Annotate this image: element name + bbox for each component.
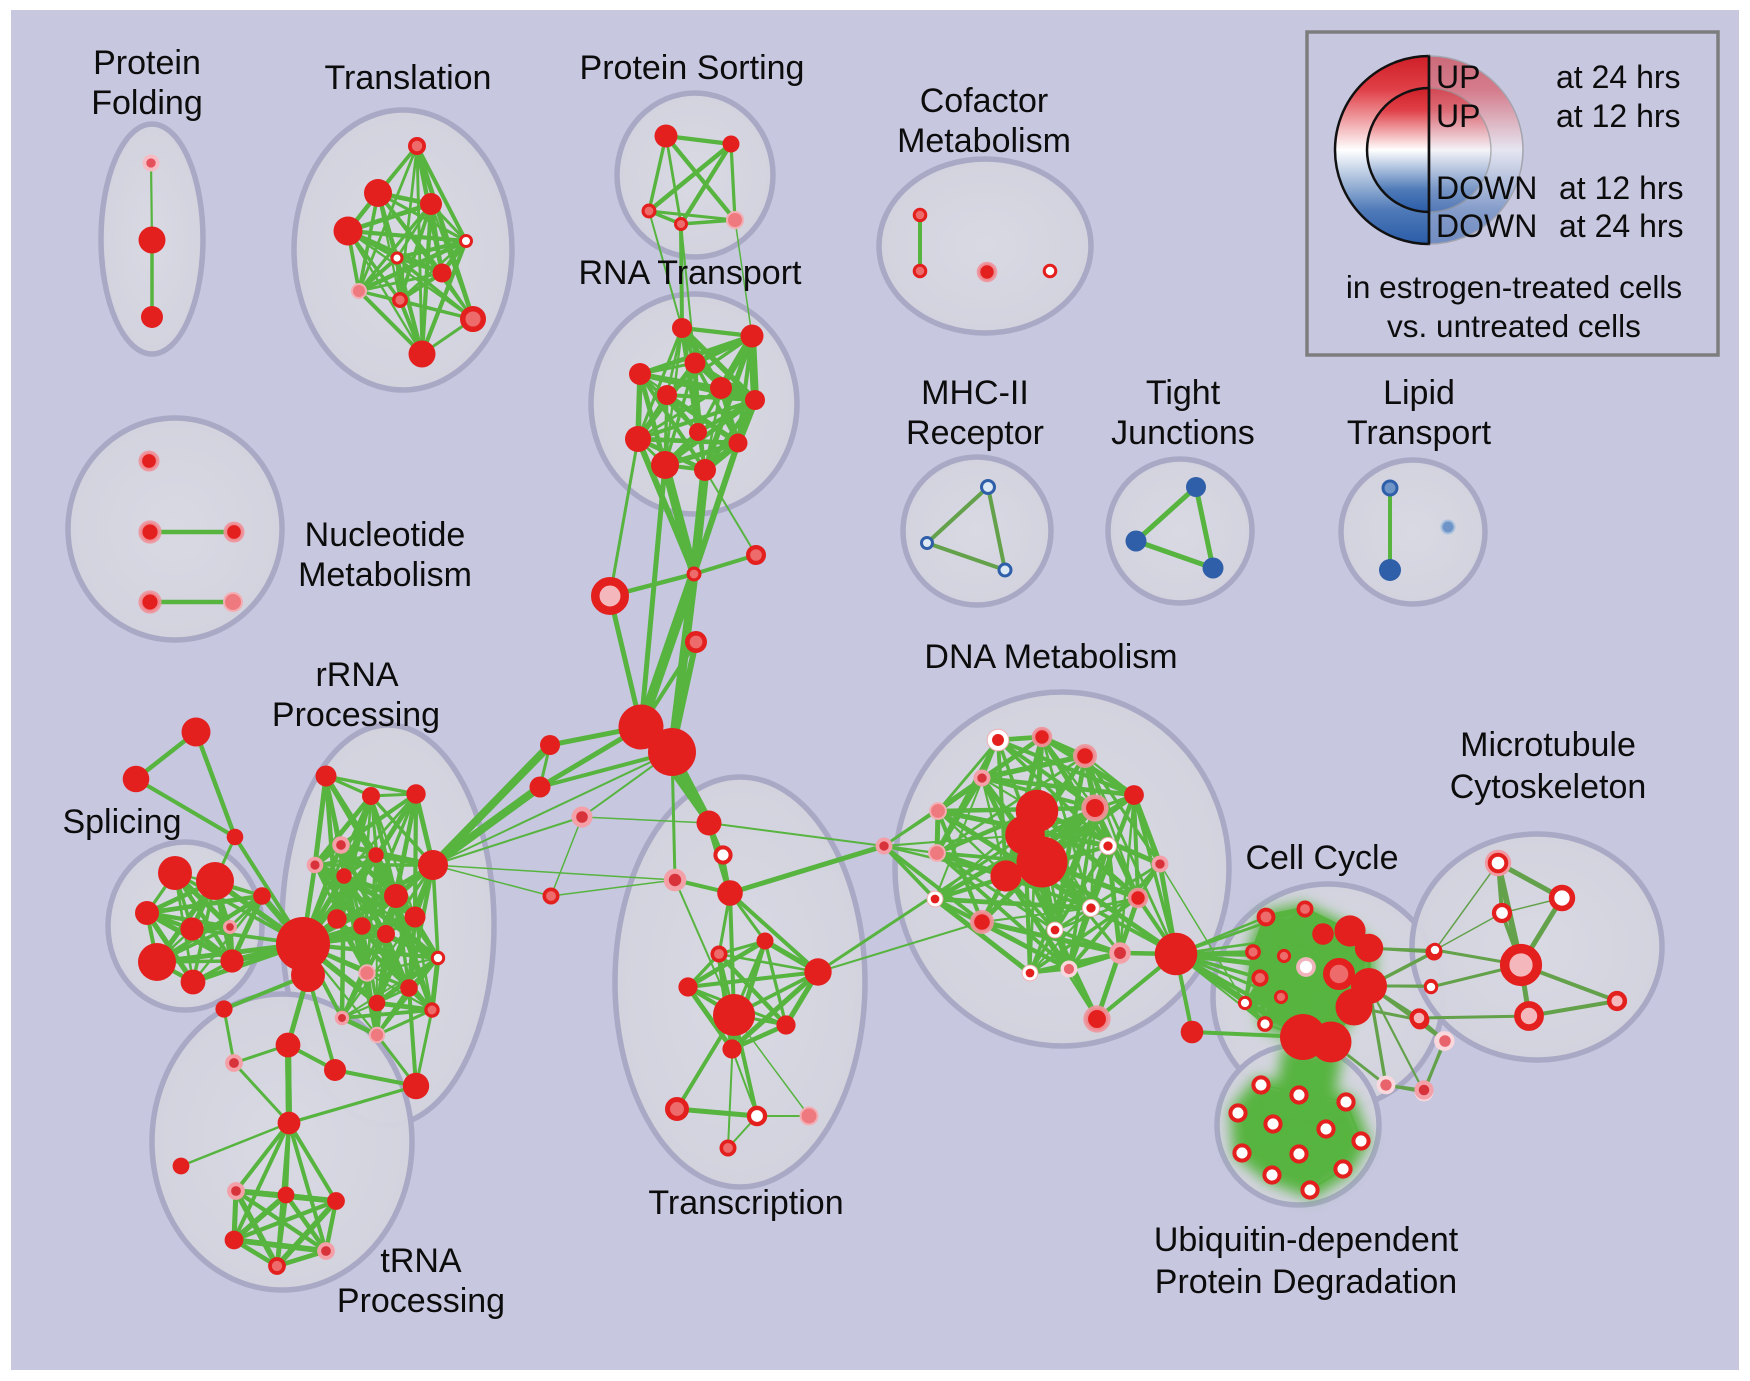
svg-text:Ubiquitin-dependent: Ubiquitin-dependent — [1154, 1221, 1459, 1259]
svg-text:MHC-II: MHC-II — [921, 374, 1029, 412]
svg-text:Cytoskeleton: Cytoskeleton — [1450, 768, 1647, 806]
svg-text:Receptor: Receptor — [906, 414, 1044, 452]
svg-text:at 12 hrs: at 12 hrs — [1556, 98, 1681, 134]
svg-text:Processing: Processing — [337, 1282, 505, 1320]
svg-text:Splicing: Splicing — [62, 803, 181, 841]
svg-text:at 24 hrs: at 24 hrs — [1559, 208, 1684, 244]
svg-text:DOWN: DOWN — [1436, 170, 1537, 206]
svg-text:Cofactor: Cofactor — [920, 82, 1049, 120]
svg-text:Junctions: Junctions — [1111, 414, 1255, 452]
svg-text:Tight: Tight — [1146, 374, 1221, 412]
svg-text:at 24 hrs: at 24 hrs — [1556, 59, 1681, 95]
svg-text:DOWN: DOWN — [1436, 208, 1537, 244]
svg-text:UP: UP — [1436, 59, 1480, 95]
svg-text:Cell Cycle: Cell Cycle — [1245, 839, 1398, 877]
svg-text:Folding: Folding — [91, 84, 203, 122]
svg-text:Microtubule: Microtubule — [1460, 726, 1636, 764]
svg-text:Protein Sorting: Protein Sorting — [580, 49, 805, 87]
svg-text:rRNA: rRNA — [315, 656, 398, 694]
svg-text:Metabolism: Metabolism — [897, 122, 1071, 160]
svg-text:UP: UP — [1436, 98, 1480, 134]
svg-text:DNA Metabolism: DNA Metabolism — [924, 638, 1177, 676]
svg-text:at 12 hrs: at 12 hrs — [1559, 170, 1684, 206]
svg-text:in estrogen-treated cells: in estrogen-treated cells — [1346, 269, 1682, 305]
svg-text:Protein: Protein — [93, 44, 201, 82]
svg-text:Lipid: Lipid — [1383, 374, 1455, 412]
svg-text:Processing: Processing — [272, 696, 440, 734]
svg-text:Transport: Transport — [1347, 414, 1492, 452]
svg-text:Nucleotide: Nucleotide — [305, 516, 466, 554]
svg-text:Transcription: Transcription — [648, 1184, 843, 1222]
svg-text:Translation: Translation — [325, 59, 492, 97]
svg-text:Metabolism: Metabolism — [298, 556, 472, 594]
svg-text:tRNA: tRNA — [380, 1242, 462, 1280]
svg-text:vs. untreated cells: vs. untreated cells — [1387, 308, 1641, 344]
svg-text:RNA Transport: RNA Transport — [579, 254, 803, 292]
svg-text:Protein Degradation: Protein Degradation — [1155, 1263, 1457, 1301]
